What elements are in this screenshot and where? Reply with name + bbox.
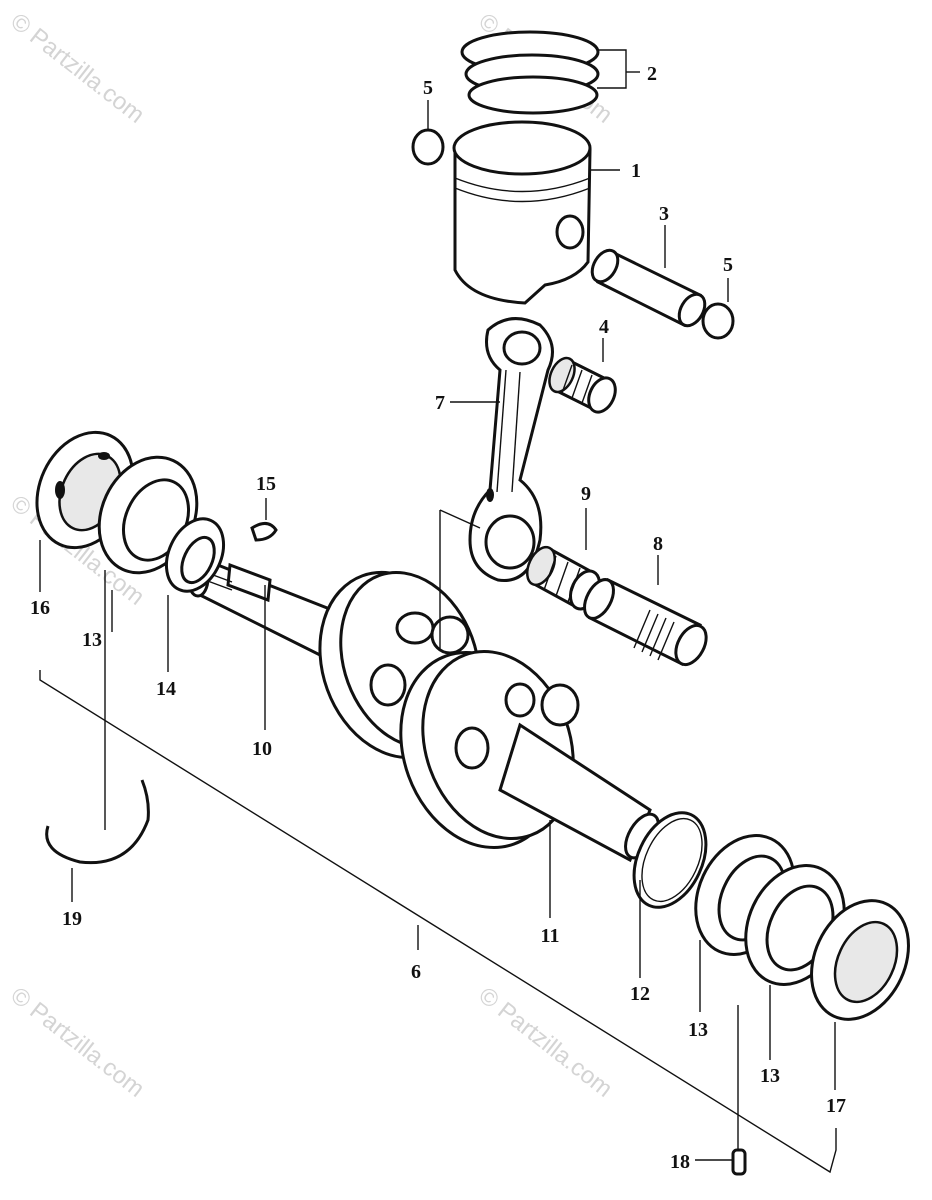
callout-13-left: 13 [82,629,102,651]
callout-12: 12 [630,983,650,1005]
callout-16: 16 [30,597,50,619]
callout-10: 10 [252,738,272,760]
connecting-rod[interactable] [468,317,554,582]
right-oil-seal[interactable] [793,885,927,1035]
callout-11: 11 [541,925,560,947]
small-end-bearing[interactable] [544,354,620,416]
leader-lines [39,49,837,1174]
callout-1: 1 [631,160,641,182]
piston-pin-clip-left[interactable] [411,128,445,166]
left-bearing-collar[interactable] [155,510,234,601]
snap-ring[interactable] [45,779,150,865]
piston-pin-clip-right[interactable] [701,302,735,340]
callout-9: 9 [581,483,591,505]
callout-13-right-b: 13 [760,1065,780,1087]
woodruff-key[interactable] [250,522,278,542]
callout-3: 3 [659,203,669,225]
callout-6: 6 [411,961,421,983]
callout-7: 7 [435,392,445,414]
dowel-pin[interactable] [731,1148,747,1176]
piston-rings[interactable] [460,30,600,115]
callout-5-left: 5 [423,77,433,99]
callout-4: 4 [599,316,609,338]
callout-17: 17 [826,1095,846,1117]
crank-pin[interactable] [579,575,713,670]
callout-15: 15 [256,473,276,495]
callout-5-right: 5 [723,254,733,276]
callout-8: 8 [653,533,663,555]
callout-13-right-a: 13 [688,1019,708,1041]
crankshaft-right-half[interactable] [374,630,665,870]
piston-pin[interactable] [587,246,710,330]
callout-14: 14 [156,678,176,700]
piston[interactable] [452,120,592,305]
spacer-ring[interactable] [620,801,720,919]
callout-19: 19 [62,908,82,930]
callout-18: 18 [670,1151,690,1173]
callout-2: 2 [647,63,657,85]
